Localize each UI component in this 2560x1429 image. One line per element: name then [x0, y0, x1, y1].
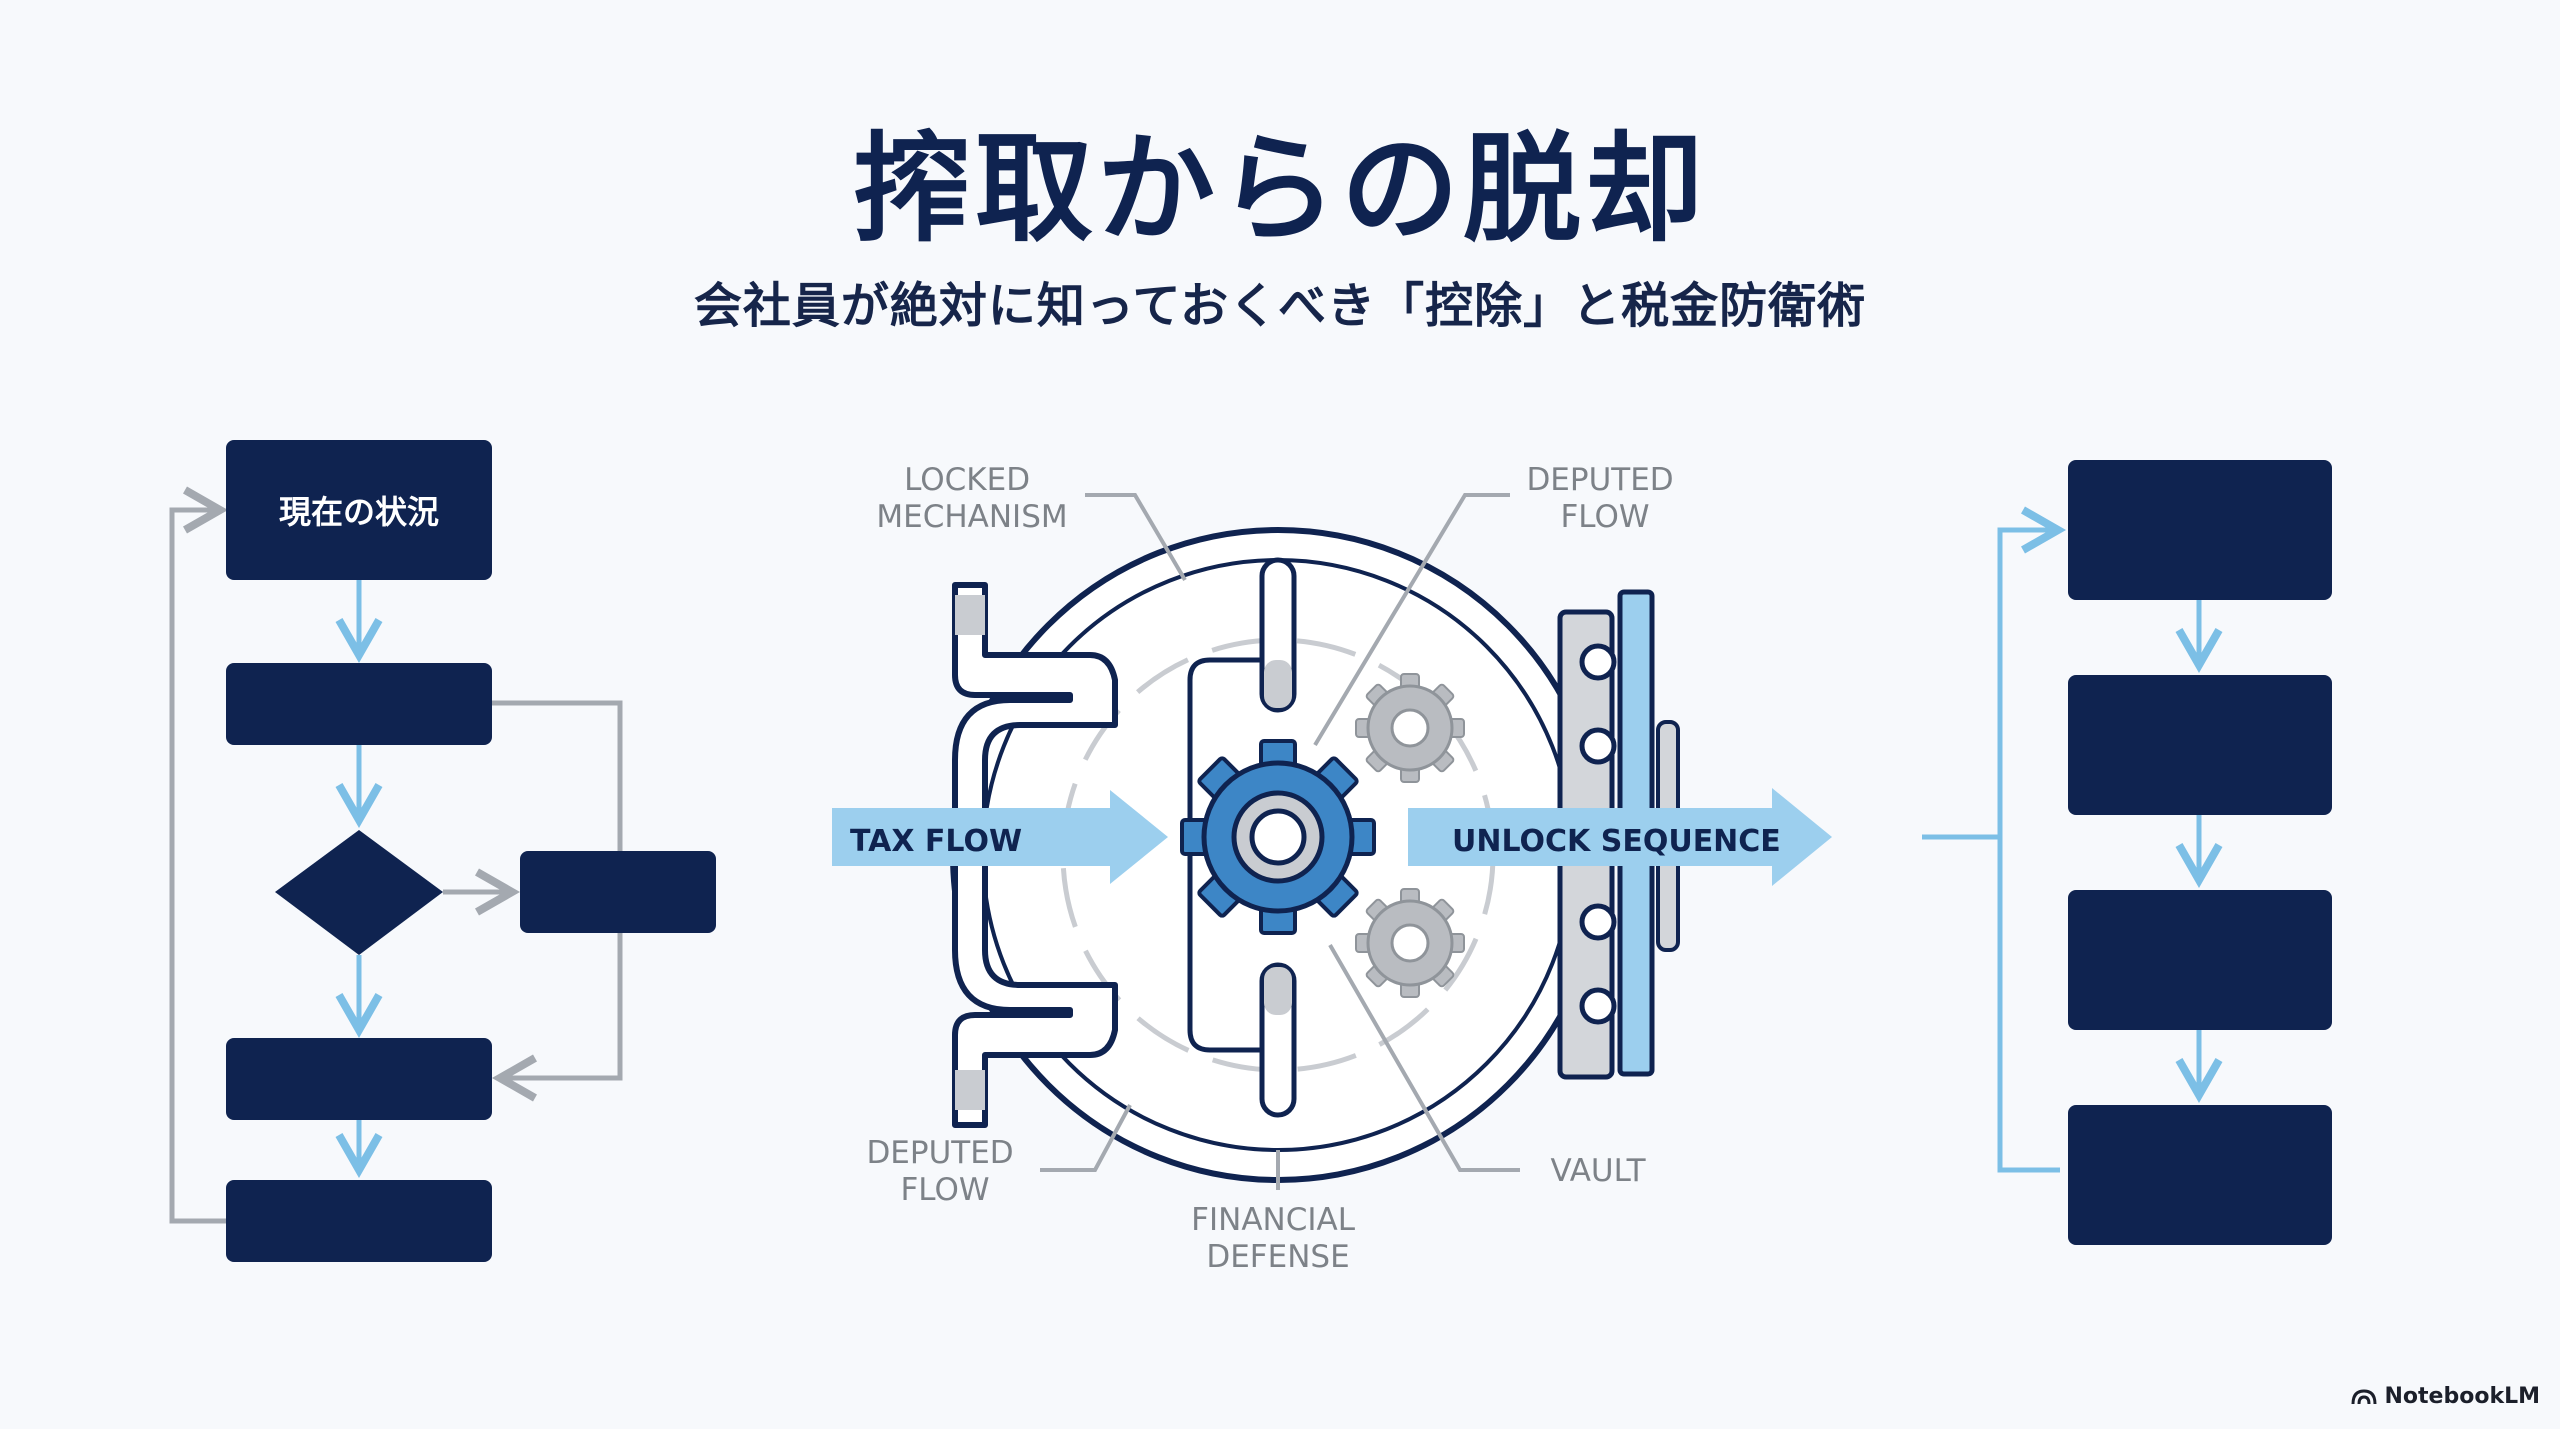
- leader-line: [1085, 493, 1187, 582]
- brand-logo: NotebookLM: [2351, 1384, 2540, 1409]
- small-gear-icon: [1355, 673, 1465, 783]
- hinge-hole: [1579, 643, 1617, 681]
- page-subtitle: 会社員が絶対に知っておくべき「控除」と税金防衛術: [693, 278, 1867, 334]
- hinge-hole: [1579, 727, 1617, 765]
- vault-label: VAULT: [1550, 1153, 1646, 1189]
- left-flowchart: 現在の状況: [169, 440, 716, 1262]
- hinge-hole: [1579, 987, 1617, 1025]
- process-box: [226, 1038, 492, 1120]
- deputed-flow-top-label: DEPUTED FLOW: [1526, 462, 1683, 535]
- bolt-bottom-fill: [1264, 967, 1292, 1015]
- left-clamp: [952, 582, 1118, 1128]
- page-title: 搾取からの脱却: [852, 120, 1707, 258]
- unlock-sequence-label: UNLOCK SEQUENCE: [1452, 824, 1781, 859]
- locked-mechanism-label: LOCKED MECHANISM: [876, 462, 1067, 535]
- process-box: [226, 663, 492, 745]
- decision-diamond: [275, 830, 443, 955]
- unlock-sequence-arrow: [1408, 788, 1832, 886]
- leader-line: [1313, 493, 1510, 747]
- current-status-box: [226, 440, 492, 580]
- right-flowchart: [1922, 460, 2332, 1245]
- financial-defense-label: FINANCIAL DEFENSE: [1191, 1202, 1365, 1275]
- tax-flow-label: TAX FLOW: [850, 824, 1022, 859]
- clamp-pad: [955, 1070, 985, 1110]
- hinge-hole: [1579, 903, 1617, 941]
- brand-label: NotebookLM: [2384, 1384, 2540, 1409]
- vault-illustration: TAX FLOW UNLOCK SEQUENCE LOCKED MECHANIS…: [832, 462, 1832, 1275]
- loop-connector: [169, 486, 229, 1224]
- bolt-top-fill: [1264, 660, 1292, 708]
- deputed-flow-bottom-label: DEPUTED FLOW: [866, 1135, 1023, 1208]
- small-gear-icon: [1355, 888, 1465, 998]
- step-box: [2068, 1105, 2332, 1245]
- step-box: [2068, 890, 2332, 1030]
- main-gear-icon: [1180, 739, 1376, 935]
- step-box: [2068, 460, 2332, 600]
- clamp-pad: [955, 595, 985, 635]
- bracket-connector: [1997, 506, 2067, 1173]
- process-box: [226, 1180, 492, 1262]
- tax-flow-arrow: [832, 790, 1168, 884]
- side-box: [520, 851, 716, 933]
- notebooklm-icon: [2351, 1388, 2377, 1404]
- current-status-label: 現在の状況: [279, 493, 439, 531]
- leader-line: [1328, 943, 1520, 1172]
- leader-line: [1040, 1104, 1132, 1172]
- step-box: [2068, 675, 2332, 815]
